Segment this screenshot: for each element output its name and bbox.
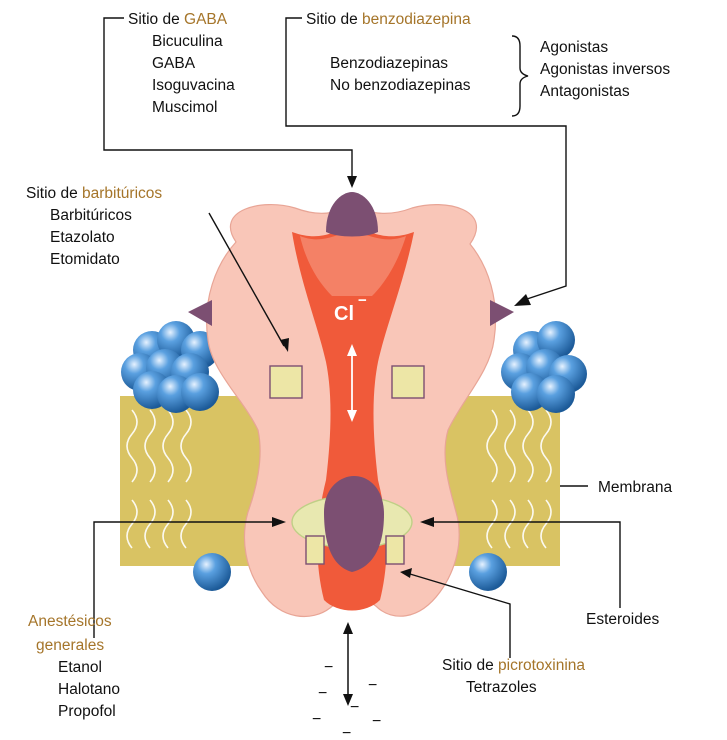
benzo-effect: Antagonistas — [540, 83, 630, 100]
benzo-site-title: Sitio de benzodiazepina — [306, 11, 471, 28]
benzo-ligand: Benzodiazepinas — [330, 55, 448, 72]
barb-ligand: Barbitúricos — [50, 207, 132, 224]
outside-arrow-icon — [343, 622, 353, 706]
steroids-label: Esteroides — [586, 611, 659, 628]
svg-text:−: − — [318, 685, 327, 702]
svg-text:−: − — [372, 713, 381, 730]
gaba-ligand: Isoguvacina — [152, 77, 235, 94]
gaba-site-title: Sitio de GABA — [128, 11, 228, 28]
barb-ligand: Etazolato — [50, 229, 115, 246]
svg-text:−: − — [358, 292, 367, 309]
anesthetic-item: Halotano — [58, 681, 120, 698]
picro-ligand: Tetrazoles — [466, 679, 537, 696]
barb-ligand: Etomidato — [50, 251, 120, 268]
svg-text:−: − — [324, 659, 333, 676]
anesthetics-title: Anestésicos — [28, 613, 112, 630]
gaba-ligand: GABA — [152, 55, 196, 72]
brace — [512, 36, 528, 116]
gaba-ligand: Bicuculina — [152, 33, 223, 50]
benzo-effect: Agonistas — [540, 39, 608, 56]
anesthetics-title: generales — [36, 637, 104, 654]
svg-text:−: − — [342, 725, 351, 740]
svg-text:Cl: Cl — [334, 303, 354, 325]
membrane-label: Membrana — [598, 479, 672, 496]
svg-text:−: − — [350, 699, 359, 716]
svg-text:−: − — [368, 677, 377, 694]
benzo-ligand: No benzodiazepinas — [330, 77, 471, 94]
gaba-ligand: Muscimol — [152, 99, 217, 116]
anesthetic-item: Etanol — [58, 659, 102, 676]
picro-site-title: Sitio de picrotoxinina — [442, 657, 585, 674]
anesthetic-item: Propofol — [58, 703, 116, 720]
barb-site-title: Sitio de barbitúricos — [26, 185, 162, 202]
svg-text:−: − — [312, 711, 321, 728]
benzo-effect: Agonistas inversos — [540, 61, 670, 78]
